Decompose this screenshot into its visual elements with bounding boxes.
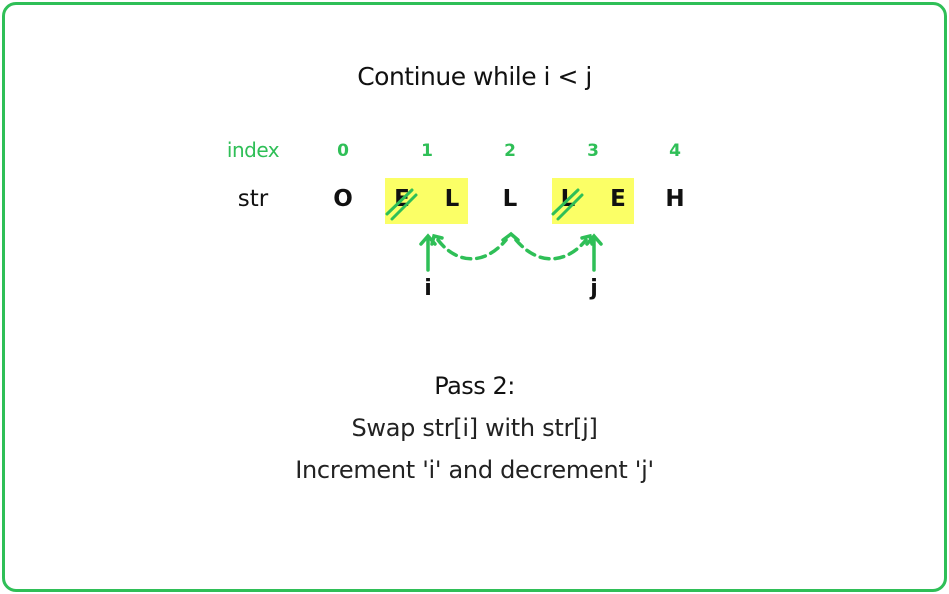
char-cell: L — [502, 186, 518, 212]
caption-heading: Pass 2: — [434, 372, 515, 400]
char-cell: H — [665, 186, 685, 212]
index-row-label: index — [226, 138, 280, 162]
index-2: 2 — [504, 141, 516, 161]
char-cell: L — [444, 186, 460, 212]
swap-arc-icon — [436, 238, 588, 261]
index-4: 4 — [669, 141, 681, 161]
index-0: 0 — [337, 141, 349, 161]
pointer-j-label: j — [590, 276, 598, 301]
str-row-label: str — [237, 186, 269, 212]
strike-mark-icon — [385, 188, 418, 221]
pointer-j-arrow-icon — [585, 233, 603, 272]
strike-mark-icon — [551, 188, 584, 221]
char-cell: O — [333, 186, 353, 212]
swap-arc-arrowheads-icon — [430, 231, 594, 246]
caption-line-1: Swap str[i] with str[j] — [351, 414, 598, 442]
index-1: 1 — [421, 141, 433, 161]
char-cell: E — [610, 186, 626, 212]
caption-line-2: Increment 'i' and decrement 'j' — [295, 456, 654, 484]
diagram-title: Continue while i < j — [357, 62, 592, 91]
pointer-i-label: i — [424, 276, 432, 301]
index-3: 3 — [587, 141, 599, 161]
